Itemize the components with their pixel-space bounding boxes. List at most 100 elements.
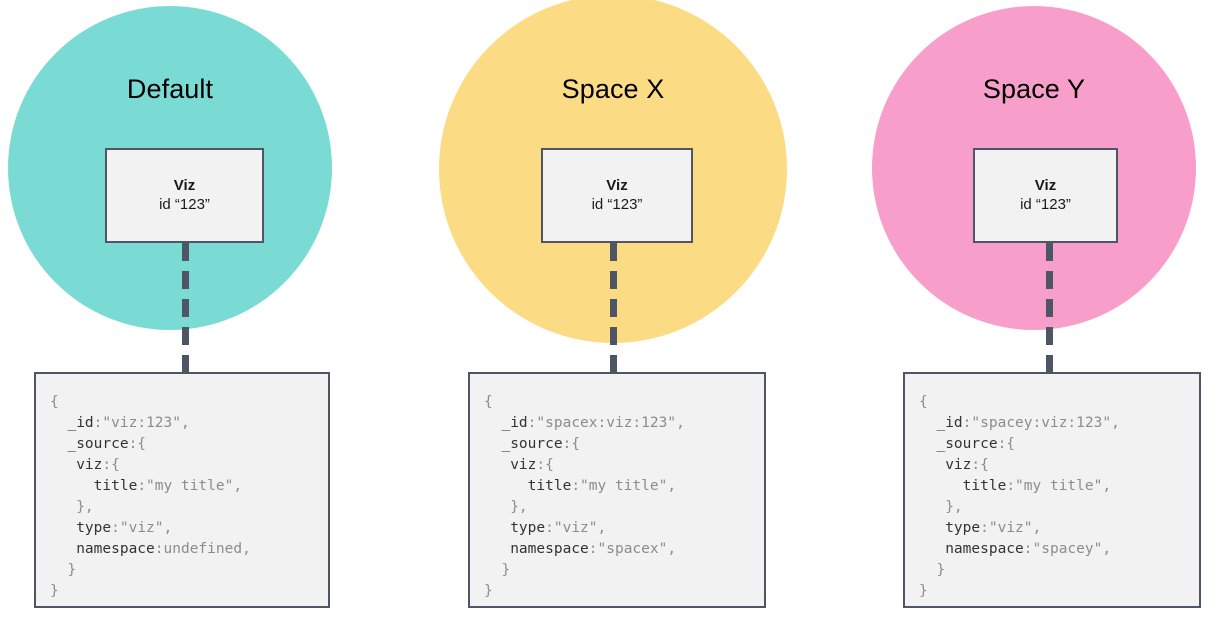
code-line: } [50, 581, 328, 602]
json-value: }, [484, 499, 528, 515]
json-key: _source [501, 436, 563, 452]
json-value: } [919, 583, 928, 599]
json-value: :"viz", [545, 520, 607, 536]
json-key: namespace [945, 541, 1024, 557]
json-value: :{ [102, 457, 120, 473]
json-key: type [76, 520, 112, 536]
json-value: } [484, 562, 511, 578]
json-value [919, 436, 936, 452]
json-value: } [50, 583, 59, 599]
code-line: _id:"spacey:viz:123", [919, 413, 1199, 434]
viz-node-id: id “123” [1020, 196, 1071, 213]
json-value [919, 520, 945, 536]
json-value: :{ [562, 436, 581, 452]
json-value: :"spacex", [588, 541, 677, 557]
json-value: } [50, 562, 77, 578]
document-code-block-spacey: { _id:"spacey:viz:123", _source:{ viz:{ … [903, 372, 1201, 608]
json-value: :"spacey:viz:123", [962, 415, 1120, 431]
viz-node-box-spacey: Viz id “123” [973, 148, 1118, 243]
viz-node-box-spacex: Viz id “123” [541, 148, 693, 243]
json-key: _id [501, 415, 528, 431]
json-value: :{ [971, 457, 989, 473]
json-key: title [962, 478, 1007, 494]
viz-node-id: id “123” [159, 196, 210, 213]
viz-node-title: Viz [1034, 177, 1057, 194]
viz-node-box-default: Viz id “123” [105, 148, 264, 243]
code-line: { [919, 392, 1199, 413]
code-line: type:"viz", [50, 518, 328, 539]
json-key: type [510, 520, 546, 536]
json-value [919, 457, 945, 473]
json-key: title [527, 478, 572, 494]
code-line: { [484, 392, 764, 413]
dashed-connector-spacey [1046, 243, 1053, 373]
code-line: type:"viz", [919, 518, 1199, 539]
json-value: } [484, 583, 493, 599]
json-key: title [93, 478, 138, 494]
json-value: :"viz", [111, 520, 173, 536]
code-line: namespace:"spacey", [919, 539, 1199, 560]
code-line: type:"viz", [484, 518, 764, 539]
code-line: viz:{ [50, 455, 328, 476]
json-value: :"viz:123", [93, 415, 190, 431]
viz-node-title: Viz [606, 177, 628, 194]
json-value: :"viz", [980, 520, 1042, 536]
json-value: :undefined, [154, 541, 251, 557]
json-value: :"my title", [571, 478, 677, 494]
code-line: }, [919, 497, 1199, 518]
dashed-connector-spacex [610, 243, 617, 373]
viz-node-title: Viz [173, 177, 196, 194]
code-line: _id:"spacex:viz:123", [484, 413, 764, 434]
json-value: }, [919, 499, 963, 515]
json-key: viz [945, 457, 972, 473]
code-line: _source:{ [484, 434, 764, 455]
code-line: namespace:"spacex", [484, 539, 764, 560]
code-line: title:"my title", [484, 476, 764, 497]
json-value: :"spacex:viz:123", [527, 415, 685, 431]
json-value [919, 541, 945, 557]
document-code-block-spacex: { _id:"spacex:viz:123", _source:{ viz:{ … [468, 372, 766, 608]
code-line: }, [50, 497, 328, 518]
code-line: } [484, 560, 764, 581]
json-key: type [945, 520, 981, 536]
code-line: viz:{ [919, 455, 1199, 476]
json-value [919, 478, 963, 494]
json-key: viz [76, 457, 103, 473]
code-line: } [919, 581, 1199, 602]
json-value: { [919, 394, 928, 410]
json-value: :"spacey", [1023, 541, 1112, 557]
space-title-spacey: Space Y [982, 74, 1086, 104]
json-key: namespace [510, 541, 589, 557]
code-line: title:"my title", [919, 476, 1199, 497]
document-code-block-default: { _id:"viz:123", _source:{ viz:{ title:"… [34, 372, 330, 608]
code-line: } [50, 560, 328, 581]
json-value: } [919, 562, 946, 578]
json-value: :"my title", [1006, 478, 1112, 494]
json-key: _id [936, 415, 963, 431]
json-value: :{ [128, 436, 147, 452]
code-line: { [50, 392, 328, 413]
code-line: } [919, 560, 1199, 581]
json-value: :"my title", [137, 478, 243, 494]
json-key: viz [510, 457, 537, 473]
dashed-connector-default [182, 243, 189, 373]
code-line: _id:"viz:123", [50, 413, 328, 434]
code-line: viz:{ [484, 455, 764, 476]
json-value: :{ [536, 457, 554, 473]
viz-node-id: id “123” [591, 196, 643, 213]
document-json: { _id:"spacey:viz:123", _source:{ viz:{ … [905, 374, 1199, 602]
json-value: { [484, 394, 493, 410]
json-key: _source [936, 436, 998, 452]
json-value: }, [50, 499, 94, 515]
code-line: namespace:undefined, [50, 539, 328, 560]
json-value: :{ [997, 436, 1016, 452]
code-line: _source:{ [50, 434, 328, 455]
document-json: { _id:"spacex:viz:123", _source:{ viz:{ … [470, 374, 764, 602]
json-key: _source [67, 436, 129, 452]
code-line: _source:{ [919, 434, 1199, 455]
json-value [919, 415, 936, 431]
space-title-default: Default [126, 74, 214, 104]
